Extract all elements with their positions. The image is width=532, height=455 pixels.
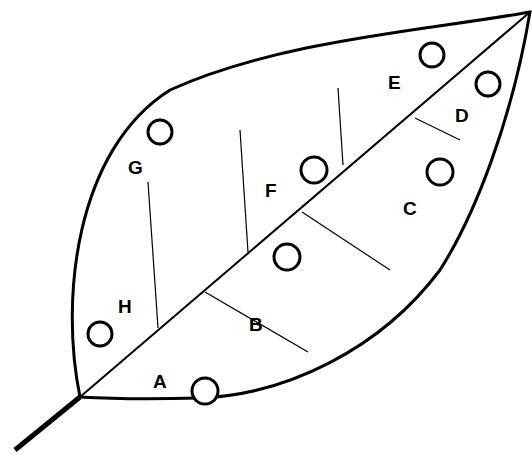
spot-letter: H [118,297,132,316]
leaf-stem [15,397,80,450]
spot-letter: D [455,106,469,125]
veins [148,88,460,352]
leaf-outline [72,12,530,399]
spot-letter: C [403,199,417,218]
spot-letter: F [265,181,277,200]
spot-letter: A [153,372,167,391]
spot-letter: G [128,158,143,177]
midrib [80,12,530,397]
spot-letter: B [249,315,263,334]
spot-circles [88,43,500,404]
spot-letter: E [388,73,401,92]
